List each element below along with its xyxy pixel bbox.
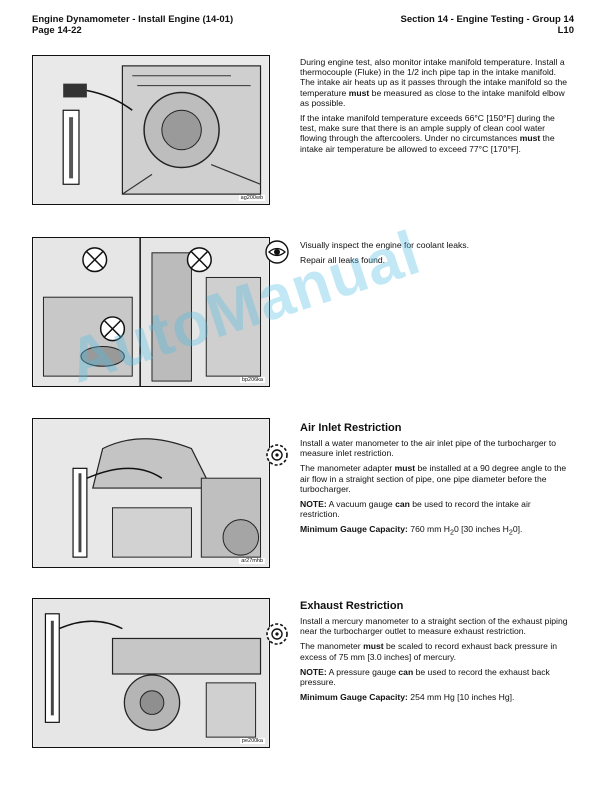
engine-illustration [33,419,269,567]
figure-code: bp206ka [239,377,265,383]
tool-gear-icon [265,443,289,467]
figure-intake-thermocouple: ag200wb [32,55,270,205]
figure-air-inlet-manometer: ar27mhb [32,418,270,568]
section-exhaust-restriction: Exhaust Restriction Install a mercury ma… [300,600,572,707]
figure-coolant-leak-inspection: bp206ka [32,237,270,387]
section-intake-temperature: During engine test, also monitor intake … [300,57,572,159]
header-title: Engine Dynamometer - Install Engine (14-… [32,14,234,25]
figure-code: ag200wb [238,195,265,201]
section-title: Exhaust Restriction [300,600,404,612]
min-gauge-capacity: Minimum Gauge Capacity: 760 mm H20 [30 i… [300,524,523,538]
engine-illustration [33,56,269,204]
paragraph: The manometer adapter must be installed … [300,463,567,494]
page-header-right: Section 14 - Engine Testing - Group 14 L… [401,14,575,36]
eye-inspect-icon [265,240,289,264]
figure-exhaust-manometer: pe200ka [32,598,270,748]
min-gauge-capacity: Minimum Gauge Capacity: 254 mm Hg [10 in… [300,692,515,703]
section-air-inlet-restriction: Air Inlet Restriction Install a water ma… [300,422,572,543]
section-title: Air Inlet Restriction [300,422,402,434]
header-model: L10 [557,25,574,36]
paragraph: Install a mercury manometer to a straigh… [300,616,568,637]
note: NOTE: A pressure gauge can be used to re… [300,666,550,688]
paragraph: Install a water manometer to the air inl… [300,438,557,459]
paragraph: If the intake manifold temperature excee… [300,113,555,154]
x-mark [82,247,212,342]
paragraph: Visually inspect the engine for coolant … [300,240,469,250]
page-header-left: Engine Dynamometer - Install Engine (14-… [32,14,233,36]
paragraph: The manometer must be scaled to record e… [300,641,558,662]
engine-illustration [33,599,269,747]
tool-gear-icon [265,622,289,646]
figure-code: pe200ka [239,738,265,744]
paragraph: Repair all leaks found. [300,255,386,266]
header-page-number: Page 14-22 [32,25,82,36]
engine-illustration [33,238,269,386]
paragraph: During engine test, also monitor intake … [300,57,568,108]
figure-code: ar27mhb [239,558,265,564]
section-coolant-leaks: Visually inspect the engine for coolant … [300,240,572,270]
header-section: Section 14 - Engine Testing - Group 14 [400,14,575,25]
note: NOTE: A vacuum gauge can be used to reco… [300,499,531,520]
